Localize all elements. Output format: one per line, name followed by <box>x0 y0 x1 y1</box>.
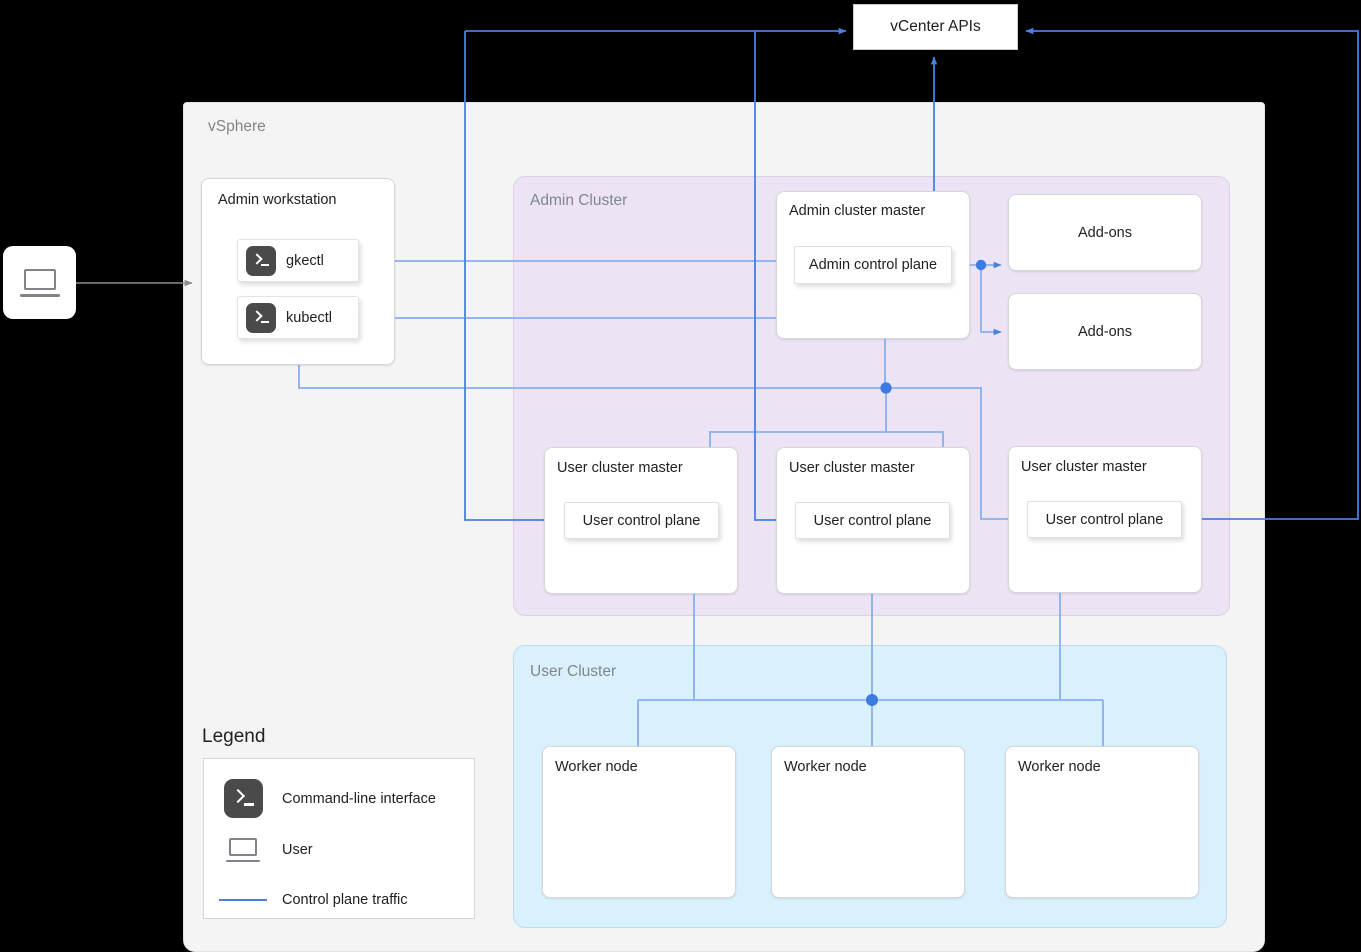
user-cluster-label: User Cluster <box>530 663 617 680</box>
cli-chip-kubectl-label: kubectl <box>286 309 332 326</box>
legend-item-cli: Command-line interface <box>204 779 474 818</box>
user-cluster-master-label-3: User cluster master <box>1021 459 1147 475</box>
laptop-base <box>19 293 60 297</box>
user-cluster-master-label-1: User cluster master <box>557 460 683 476</box>
terminal-icon <box>204 779 282 818</box>
cli-chip-kubectl[interactable]: kubectl <box>237 296 359 339</box>
worker-node-box-1[interactable]: Worker node <box>542 746 736 898</box>
user-control-plane-box-1[interactable]: User control plane <box>564 502 719 539</box>
addons-label-2: Add-ons <box>1077 323 1132 340</box>
terminal-icon <box>246 302 276 333</box>
admin-cluster-master-label: Admin cluster master <box>789 203 926 219</box>
worker-node-label-1: Worker node <box>555 759 638 775</box>
legend-label-traffic: Control plane traffic <box>282 892 408 908</box>
line-swatch-icon <box>204 899 282 901</box>
admin-workstation-label: Admin workstation <box>218 192 337 208</box>
worker-node-box-2[interactable]: Worker node <box>771 746 965 898</box>
addons-box-2[interactable]: Add-ons <box>1008 293 1202 370</box>
vsphere-label: vSphere <box>208 118 266 135</box>
laptop-icon <box>19 268 60 297</box>
addons-box-1[interactable]: Add-ons <box>1008 194 1202 271</box>
worker-node-label-3: Worker node <box>1018 759 1101 775</box>
legend-box: Command-line interface User Control plan… <box>203 758 475 919</box>
user-cluster-master-label-2: User cluster master <box>789 460 915 476</box>
laptop-screen <box>23 268 56 290</box>
cli-chip-gkectl-label: gkectl <box>286 252 324 269</box>
admin-control-plane-box[interactable]: Admin control plane <box>794 246 952 284</box>
terminal-icon <box>246 245 276 276</box>
cli-chip-gkectl[interactable]: gkectl <box>237 239 359 282</box>
laptop-icon <box>204 838 282 862</box>
vcenter-apis-box[interactable]: vCenter APIs <box>853 4 1018 50</box>
legend-title: Legend <box>202 726 266 747</box>
user-control-plane-box-2[interactable]: User control plane <box>795 502 950 539</box>
legend-label-user: User <box>282 842 313 858</box>
worker-node-label-2: Worker node <box>784 759 867 775</box>
user-node[interactable] <box>3 246 76 319</box>
addons-label-1: Add-ons <box>1077 224 1132 241</box>
legend-label-cli: Command-line interface <box>282 790 436 807</box>
legend-item-user: User <box>204 838 474 862</box>
admin-cluster-label: Admin Cluster <box>530 192 628 209</box>
legend-item-traffic: Control plane traffic <box>204 892 474 908</box>
user-control-plane-box-3[interactable]: User control plane <box>1027 501 1182 538</box>
worker-node-box-3[interactable]: Worker node <box>1005 746 1199 898</box>
